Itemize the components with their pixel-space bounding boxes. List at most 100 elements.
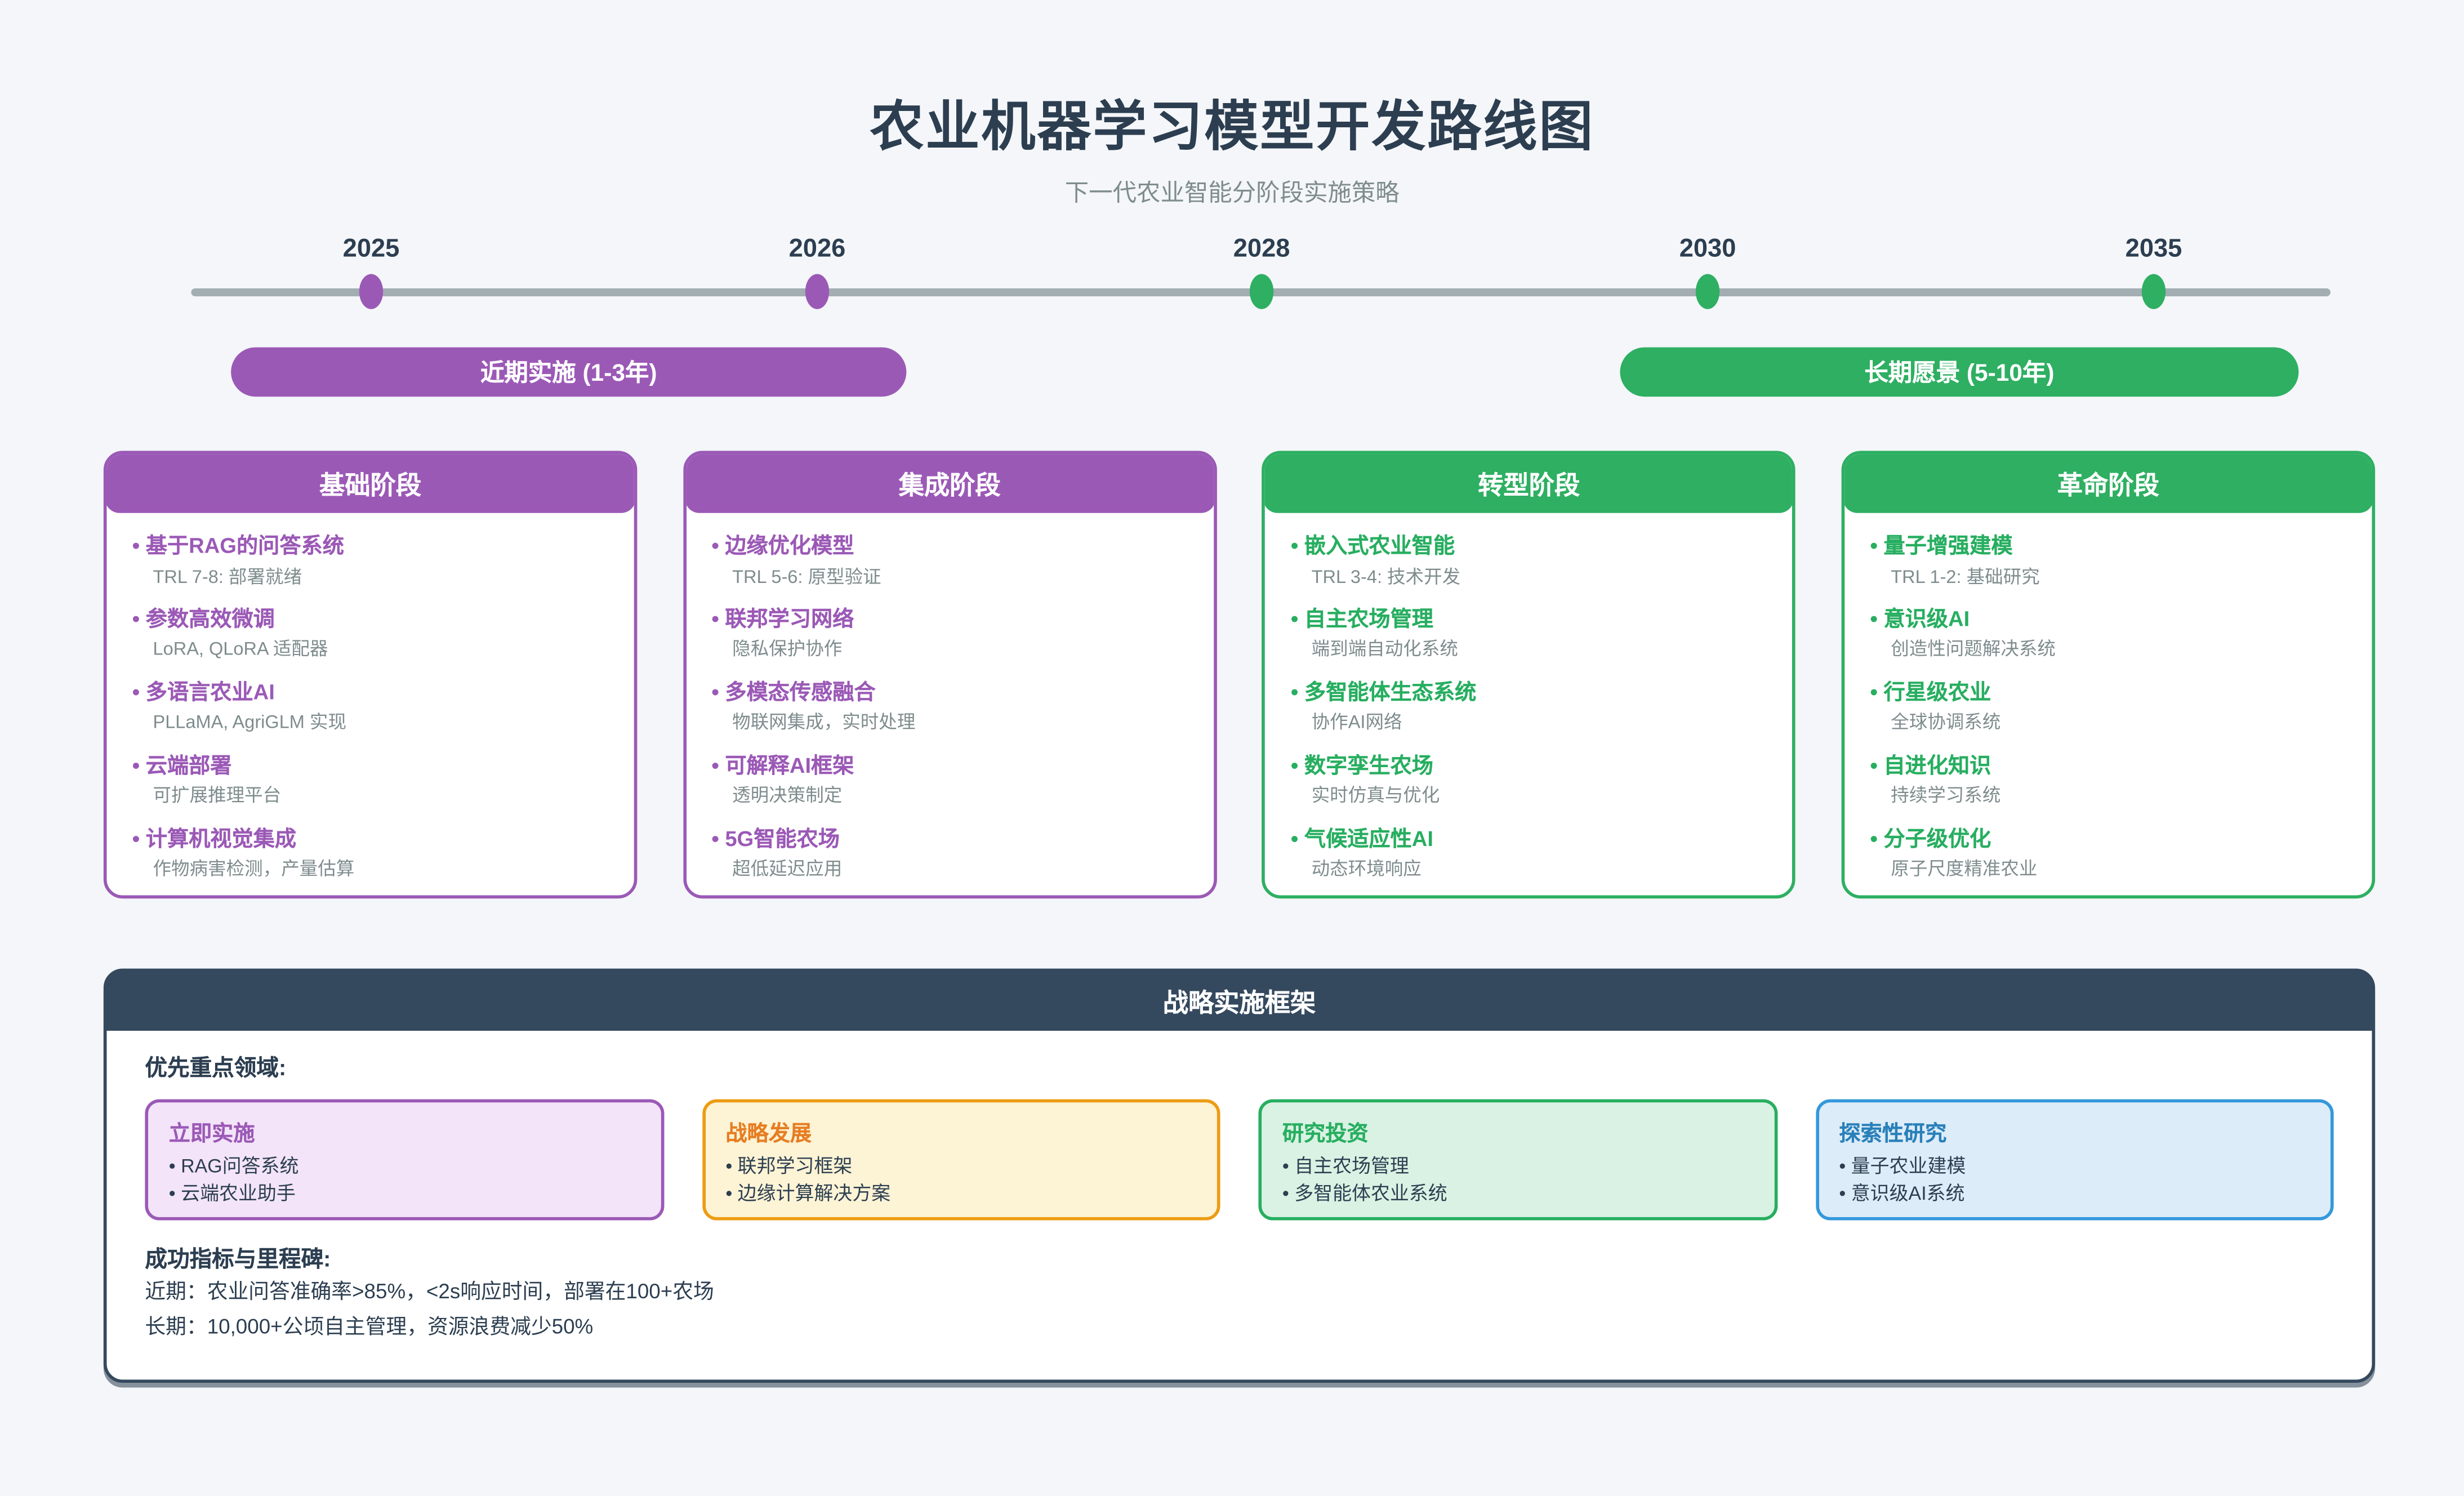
- metrics-label: 成功指标与里程碑:: [145, 1245, 331, 1272]
- priority-box-title: 研究投资: [1282, 1121, 1369, 1146]
- phase-item-title: 多语言农业AI: [132, 678, 609, 706]
- phase-item-desc: 原子尺度精准农业: [1891, 860, 2038, 880]
- priority-box-item: 边缘计算解决方案: [725, 1181, 1196, 1209]
- priority-box-item: 量子农业建模: [1839, 1154, 2310, 1181]
- phase-item-title: 多智能体生态系统: [1291, 678, 1767, 706]
- phase-card-body: 基于RAG的问答系统 TRL 7-8: 部署就绪参数高效微调 LoRA, QLoRA…: [107, 513, 634, 896]
- phase-item-title: 计算机视觉集成: [132, 825, 609, 853]
- timeline-year-label: 2025: [342, 235, 400, 263]
- priority-box-title: 立即实施: [168, 1121, 255, 1146]
- phase-item-title: 参数高效微调: [132, 605, 609, 634]
- priority-box-item: 意识级AI系统: [1839, 1181, 2310, 1209]
- phase-item-title: 基于RAG的问答系统: [132, 532, 609, 560]
- phase-item-title: 数字孪生农场: [1291, 751, 1767, 780]
- metric-line: 长期：10,000+公顷自主管理，资源浪费减少50%: [145, 1314, 594, 1339]
- priority-box: 探索性研究量子农业建模意识级AI系统: [1815, 1099, 2334, 1221]
- phase-card: 革命阶段量子增强建模 TRL 1-2: 基础研究意识级AI 创造性问题解决系统行星级…: [1841, 451, 2376, 899]
- phase-card-header: 转型阶段: [1265, 454, 1793, 513]
- framework-panel: 战略实施框架 优先重点领域: 立即实施RAG问答系统云端农业助手战略发展联邦学习…: [103, 968, 2376, 1383]
- phase-item-desc: 透明决策制定: [732, 787, 843, 807]
- phase-card: 转型阶段嵌入式农业智能TRL 3-4: 技术开发自主农场管理端到端自动化系统多智…: [1262, 451, 1796, 899]
- timeline-dot: [1695, 274, 1720, 309]
- phase-card: 基础阶段基于RAG的问答系统 TRL 7-8: 部署就绪参数高效微调 LoRA, Q…: [103, 451, 638, 899]
- phase-item-title: 可解释AI框架: [711, 751, 1188, 780]
- phase-card-header: 基础阶段: [106, 454, 634, 513]
- timeline-year-label: 2026: [788, 235, 846, 263]
- phase-item-desc: 超低延迟应用: [732, 860, 843, 880]
- phase-item-title: 意识级AI: [1870, 605, 2346, 634]
- priority-box-title: 战略发展: [725, 1121, 812, 1146]
- phase-item-title: 自进化知识: [1870, 751, 2346, 780]
- phase-item-desc: 创造性问题解决系统: [1891, 641, 2056, 661]
- phase-card-header: 革命阶段: [1844, 454, 2372, 513]
- phase-item-title: 联邦学习网络: [711, 605, 1188, 634]
- phase-item-desc: 作物病害检测，产量估算: [153, 860, 355, 880]
- phase-item-title: 边缘优化模型: [711, 532, 1188, 560]
- phase-item: 参数高效微调 LoRA, QLoRA 适配器: [132, 605, 609, 663]
- priority-box-item: 多智能体农业系统: [1282, 1181, 1753, 1209]
- timeline-year-label: 2028: [1233, 235, 1290, 263]
- phase-item-desc: TRL 7-8: 部署就绪: [153, 568, 302, 587]
- phase-item-desc: LoRA, QLoRA 适配器: [153, 641, 328, 661]
- timeline-dot: [805, 274, 830, 309]
- priority-box-item: 自主农场管理: [1282, 1154, 1753, 1181]
- phase-item-title: 分子级优化: [1870, 825, 2346, 853]
- phase-item-desc: 物联网集成，实时处理: [732, 714, 916, 734]
- phase-item: 量子增强建模 TRL 1-2: 基础研究: [1870, 532, 2346, 590]
- phase-item-title: 嵌入式农业智能: [1291, 532, 1767, 560]
- phase-item-title: 气候适应性AI: [1291, 825, 1767, 853]
- phase-item-desc: TRL 1-2: 基础研究: [1891, 568, 2040, 587]
- phase-card-body: 边缘优化模型 TRL 5-6: 原型验证联邦学习网络隐私保护协作多模态传感融合物联…: [686, 513, 1213, 896]
- phase-item-desc: 隐私保护协作: [732, 641, 843, 661]
- phase-item-desc: TRL 5-6: 原型验证: [732, 568, 881, 587]
- phase-item-desc: 协作AI网络: [1311, 714, 1402, 734]
- phase-item: 基于RAG的问答系统 TRL 7-8: 部署就绪: [132, 532, 609, 590]
- page-title: 农业机器学习模型开发路线图: [870, 97, 1595, 158]
- phase-card-body: 量子增强建模 TRL 1-2: 基础研究意识级AI 创造性问题解决系统行星级农业全球…: [1844, 513, 2372, 896]
- timeline-year-label: 2030: [1679, 235, 1736, 263]
- metric-line: 近期：农业问答准确率>85%，<2s响应时间，部署在100+农场: [145, 1279, 714, 1303]
- phase-item-desc: 可扩展推理平台: [153, 787, 282, 807]
- priority-boxes-row: 立即实施RAG问答系统云端农业助手战略发展联邦学习框架边缘计算解决方案研究投资自…: [145, 1099, 2334, 1221]
- phase-item-desc: 端到端自动化系统: [1311, 641, 1458, 661]
- phase-item-desc: 实时仿真与优化: [1311, 787, 1440, 807]
- page-subtitle: 下一代农业智能分阶段实施策略: [1064, 180, 1400, 207]
- phase-item-desc: TRL 3-4: 技术开发: [1311, 568, 1461, 587]
- priority-box: 立即实施RAG问答系统云端农业助手: [145, 1099, 664, 1221]
- priority-box-item: 联邦学习框架: [725, 1154, 1196, 1181]
- framework-panel-header: 战略实施框架: [105, 970, 2374, 1031]
- phase-item: 意识级AI 创造性问题解决系统: [1870, 605, 2346, 663]
- timeline-year-label: 2035: [2125, 235, 2182, 263]
- phase-item-title: 量子增强建模: [1870, 532, 2346, 560]
- framework-panel-body: 优先重点领域: 立即实施RAG问答系统云端农业助手战略发展联邦学习框架边缘计算解…: [107, 1031, 2372, 1345]
- phase-cards-row: 基础阶段基于RAG的问答系统 TRL 7-8: 部署就绪参数高效微调 LoRA, Q…: [103, 451, 2376, 899]
- priority-areas-label: 优先重点领域:: [145, 1054, 287, 1080]
- phase-card: 集成阶段边缘优化模型TRL 5-6: 原型验证联邦学习网络隐私保护协作多模态传感…: [683, 451, 1217, 899]
- timeline-dot: [2141, 274, 2166, 309]
- priority-box: 研究投资自主农场管理多智能体农业系统: [1258, 1099, 1777, 1221]
- phase-item-title: 多模态传感融合: [711, 678, 1188, 706]
- phase-banner-near-term: 近期实施 (1-3年): [231, 347, 907, 397]
- timeline: 2025 2026 2028 2030 2035: [0, 0, 2464, 335]
- timeline-dot: [359, 274, 384, 309]
- phase-item-desc: PLLaMA, AgriGLM 实现: [153, 714, 347, 734]
- priority-box-item: RAG问答系统: [169, 1154, 640, 1181]
- phase-item-desc: 全球协调系统: [1891, 714, 2001, 734]
- phase-item-title: 云端部署: [132, 751, 609, 780]
- phase-item: 多语言农业AI PLLaMA, AgriGLM 实现: [132, 678, 609, 736]
- timeline-dot: [1249, 274, 1274, 309]
- phase-banner-long-term: 长期愿景 (5-10年): [1620, 347, 2299, 397]
- phase-item-title: 行星级农业: [1870, 678, 2346, 706]
